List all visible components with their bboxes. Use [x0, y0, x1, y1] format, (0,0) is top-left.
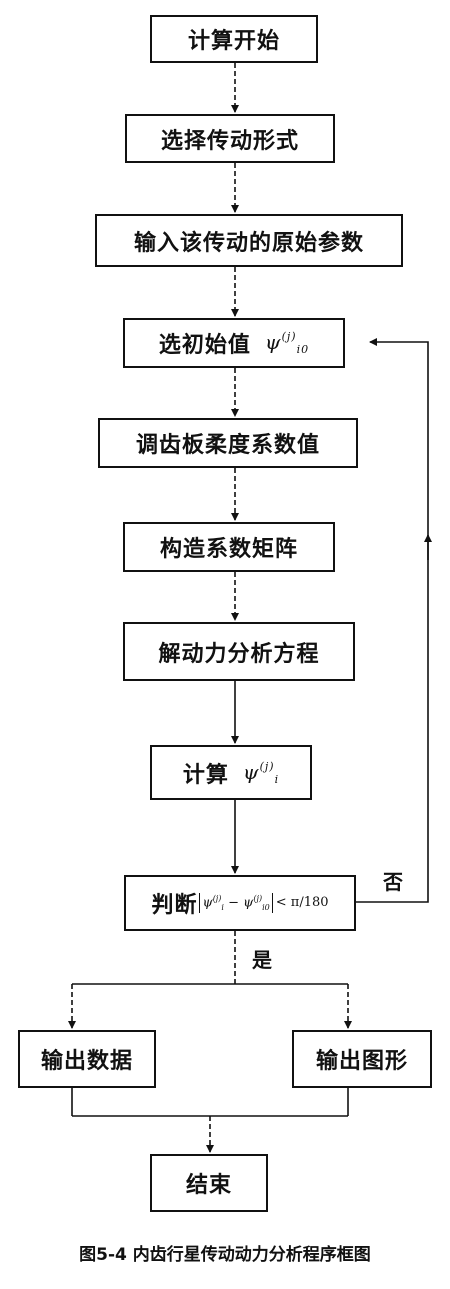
box-adjust-flex-label: 调齿板柔度系数值 [135, 433, 320, 458]
judge-condition: ψ(j)i − ψ(j)i0 < π/180 [199, 893, 329, 913]
box-compute-label: 计算 [182, 762, 229, 788]
threshold: < π/180 [275, 895, 329, 911]
loop-back-line [356, 338, 429, 903]
psi-compute-formula: ψ(j)i [242, 759, 280, 786]
box-build-matrix-label: 构造系数矩阵 [159, 537, 298, 562]
box-output-data-label: 输出数据 [40, 1049, 133, 1074]
box-solve-eq-label: 解动力分析方程 [158, 641, 320, 667]
box-input-params-label: 输入该传动的原始参数 [133, 230, 364, 256]
abs-expression: ψ(j)i − ψ(j)i0 [199, 893, 273, 913]
box-start-label: 计算开始 [187, 29, 280, 54]
box-judge: 判断 ψ(j)i − ψ(j)i0 < π/180 [124, 875, 356, 931]
box-output-graph-label: 输出图形 [315, 1049, 408, 1074]
box-judge-label: 判断 [151, 893, 198, 918]
box-start: 计算开始 [150, 15, 318, 63]
box-adjust-flex: 调齿板柔度系数值 [98, 418, 358, 468]
box-output-data: 输出数据 [18, 1030, 156, 1088]
box-end-label: 结束 [185, 1173, 232, 1198]
box-end: 结束 [150, 1154, 268, 1212]
box-output-graph: 输出图形 [292, 1030, 432, 1088]
box-select-type: 选择传动形式 [125, 114, 335, 163]
psi-init-formula: ψ(j)i0 [264, 330, 310, 356]
label-yes: 是 [252, 948, 272, 972]
box-compute: 计算 ψ(j)i [150, 745, 312, 800]
box-init-value: 选初始值 ψ(j)i0 [123, 318, 345, 368]
box-build-matrix: 构造系数矩阵 [123, 522, 335, 572]
box-solve-eq: 解动力分析方程 [123, 622, 355, 681]
box-select-type-label: 选择传动形式 [160, 128, 299, 154]
box-input-params: 输入该传动的原始参数 [95, 214, 403, 267]
box-init-value-label: 选初始值 [158, 333, 251, 358]
figure-caption: 图5-4 内齿行星传动动力分析程序框图 [79, 1245, 371, 1265]
label-no: 否 [383, 870, 403, 894]
